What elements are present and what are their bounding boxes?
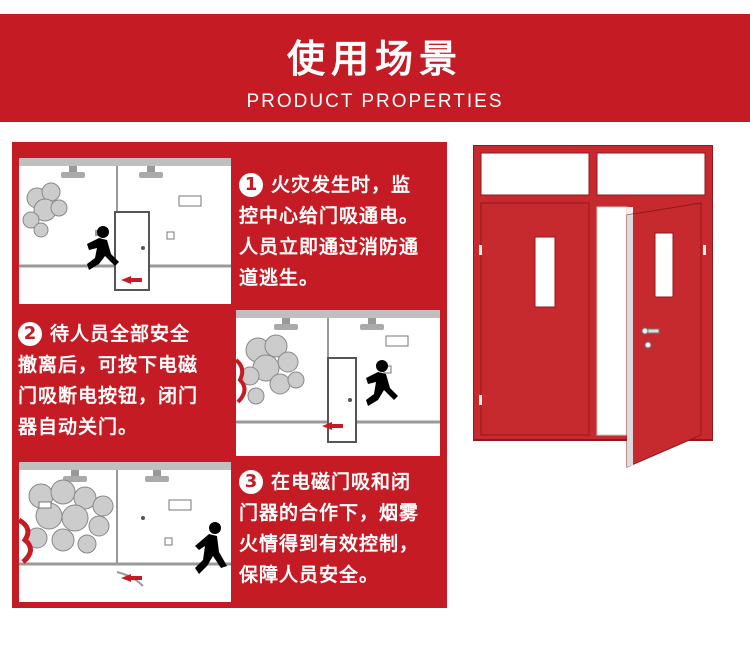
header-banner: 使用场景 PRODUCT PROPERTIES	[0, 14, 750, 122]
page-title: 使用场景	[286, 36, 463, 81]
scene-1-illustration	[19, 158, 231, 304]
smoke-cloud	[240, 334, 305, 405]
step-2-number: 2	[18, 322, 42, 346]
scene-2-drawing	[236, 310, 440, 443]
running-man-icon	[87, 226, 119, 270]
scene-1-drawing	[19, 158, 231, 291]
fire-door-drawing	[472, 144, 714, 468]
scene-2-illustration	[236, 310, 440, 456]
fire-door-illustration	[472, 144, 714, 468]
step-3-number: 3	[239, 470, 263, 494]
smoke-cloud	[22, 182, 68, 238]
page-subtitle: PRODUCT PROPERTIES	[246, 91, 504, 112]
scene-3-illustration	[19, 462, 231, 602]
smoke-cloud	[26, 479, 114, 554]
running-man-icon	[366, 360, 398, 406]
running-man-icon	[195, 522, 227, 574]
step-1-number: 1	[239, 173, 263, 197]
scene-3-drawing	[19, 462, 231, 587]
